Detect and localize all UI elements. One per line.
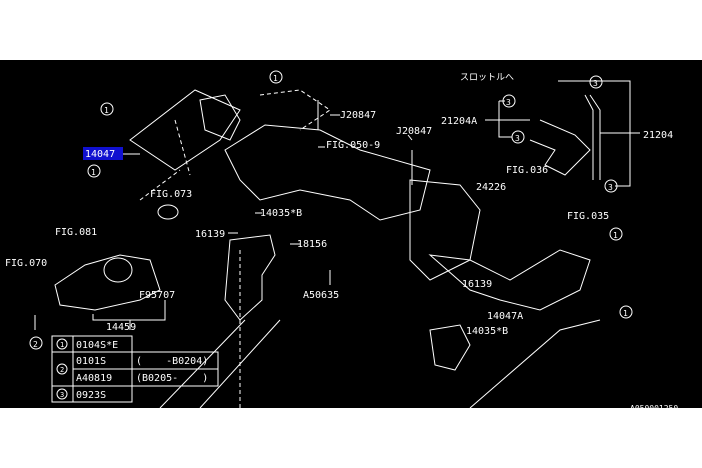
- fig-link-050-9[interactable]: FIG.050-9: [326, 140, 380, 151]
- part-label-24226[interactable]: 24226: [476, 182, 506, 193]
- legend-part[interactable]: 0104S*E: [76, 340, 118, 351]
- callout-1: 1: [619, 305, 633, 319]
- part-label-21204[interactable]: 21204: [643, 130, 673, 141]
- svg-text:3: 3: [593, 79, 598, 88]
- part-label-14035b-b[interactable]: 14035*B: [466, 326, 508, 337]
- callout-3: 3: [604, 179, 618, 193]
- callout-1: 1: [100, 102, 114, 116]
- callout-2: 2: [29, 336, 43, 350]
- part-label-16139-b[interactable]: 16139: [462, 279, 492, 290]
- legend-range: ( -B0204): [136, 356, 208, 367]
- callout-3: 3: [511, 130, 525, 144]
- svg-text:3: 3: [506, 98, 511, 107]
- callout-3: 3: [589, 75, 603, 89]
- callout-1: 1: [609, 227, 623, 241]
- part-label-18156[interactable]: 18156: [297, 239, 327, 250]
- part-label-21204a[interactable]: 21204A: [441, 116, 477, 127]
- legend-range: (B0205- ): [136, 373, 208, 384]
- highlight-box: [83, 147, 123, 160]
- diagram-id: A050001250: [630, 404, 678, 408]
- callout-3: 3: [502, 94, 516, 108]
- svg-text:2: 2: [33, 340, 38, 349]
- callout-1: 1: [269, 70, 283, 84]
- fastener-legend-table: 1 2 3 0104S*E 0101S ( -B0204) A40819 (B0…: [51, 335, 219, 403]
- to-throttle-note: スロットルへ: [460, 73, 514, 83]
- part-label-j20847[interactable]: J20847: [340, 110, 376, 121]
- part-label-14035b[interactable]: 14035*B: [260, 208, 302, 219]
- legend-part[interactable]: 0101S: [76, 356, 106, 367]
- part-label-16139[interactable]: 16139: [195, 229, 225, 240]
- svg-text:1: 1: [104, 106, 109, 115]
- callouts: 1 1 1 1 1 2 3 3 3 3: [29, 70, 633, 350]
- legend-part[interactable]: 0923S: [76, 390, 106, 401]
- fig-link-035[interactable]: FIG.035: [567, 211, 609, 222]
- legend-part[interactable]: A40819: [76, 373, 112, 384]
- part-label-14047a[interactable]: 14047A: [487, 311, 523, 322]
- svg-text:2: 2: [60, 366, 64, 374]
- svg-text:1: 1: [273, 74, 278, 83]
- svg-text:3: 3: [608, 183, 613, 192]
- part-label-j20847-b[interactable]: J20847: [396, 126, 432, 137]
- diagram-canvas: 14047 J20847 FIG.050-9 J20847 スロットルへ 212…: [5, 70, 678, 408]
- intake-manifold-drawing: [34, 89, 601, 408]
- svg-text:3: 3: [60, 391, 64, 399]
- fig-link-081[interactable]: FIG.081: [55, 227, 97, 238]
- svg-text:1: 1: [60, 341, 64, 349]
- part-label-a50635[interactable]: A50635: [303, 290, 339, 301]
- fig-link-036[interactable]: FIG.036: [506, 165, 548, 176]
- svg-text:1: 1: [613, 231, 618, 240]
- part-label-f95707[interactable]: F95707: [139, 290, 175, 301]
- svg-text:3: 3: [515, 134, 520, 143]
- parts-diagram: 14047 J20847 FIG.050-9 J20847 スロットルへ 212…: [0, 60, 702, 408]
- fig-link-070[interactable]: FIG.070: [5, 258, 47, 269]
- svg-text:1: 1: [623, 309, 628, 318]
- fig-link-073[interactable]: FIG.073: [150, 189, 192, 200]
- callout-1: 1: [87, 164, 101, 178]
- part-label-14047[interactable]: 14047: [85, 149, 115, 160]
- part-label-14459[interactable]: 14459: [106, 322, 136, 333]
- svg-text:1: 1: [91, 168, 96, 177]
- leader-lines: [92, 80, 640, 330]
